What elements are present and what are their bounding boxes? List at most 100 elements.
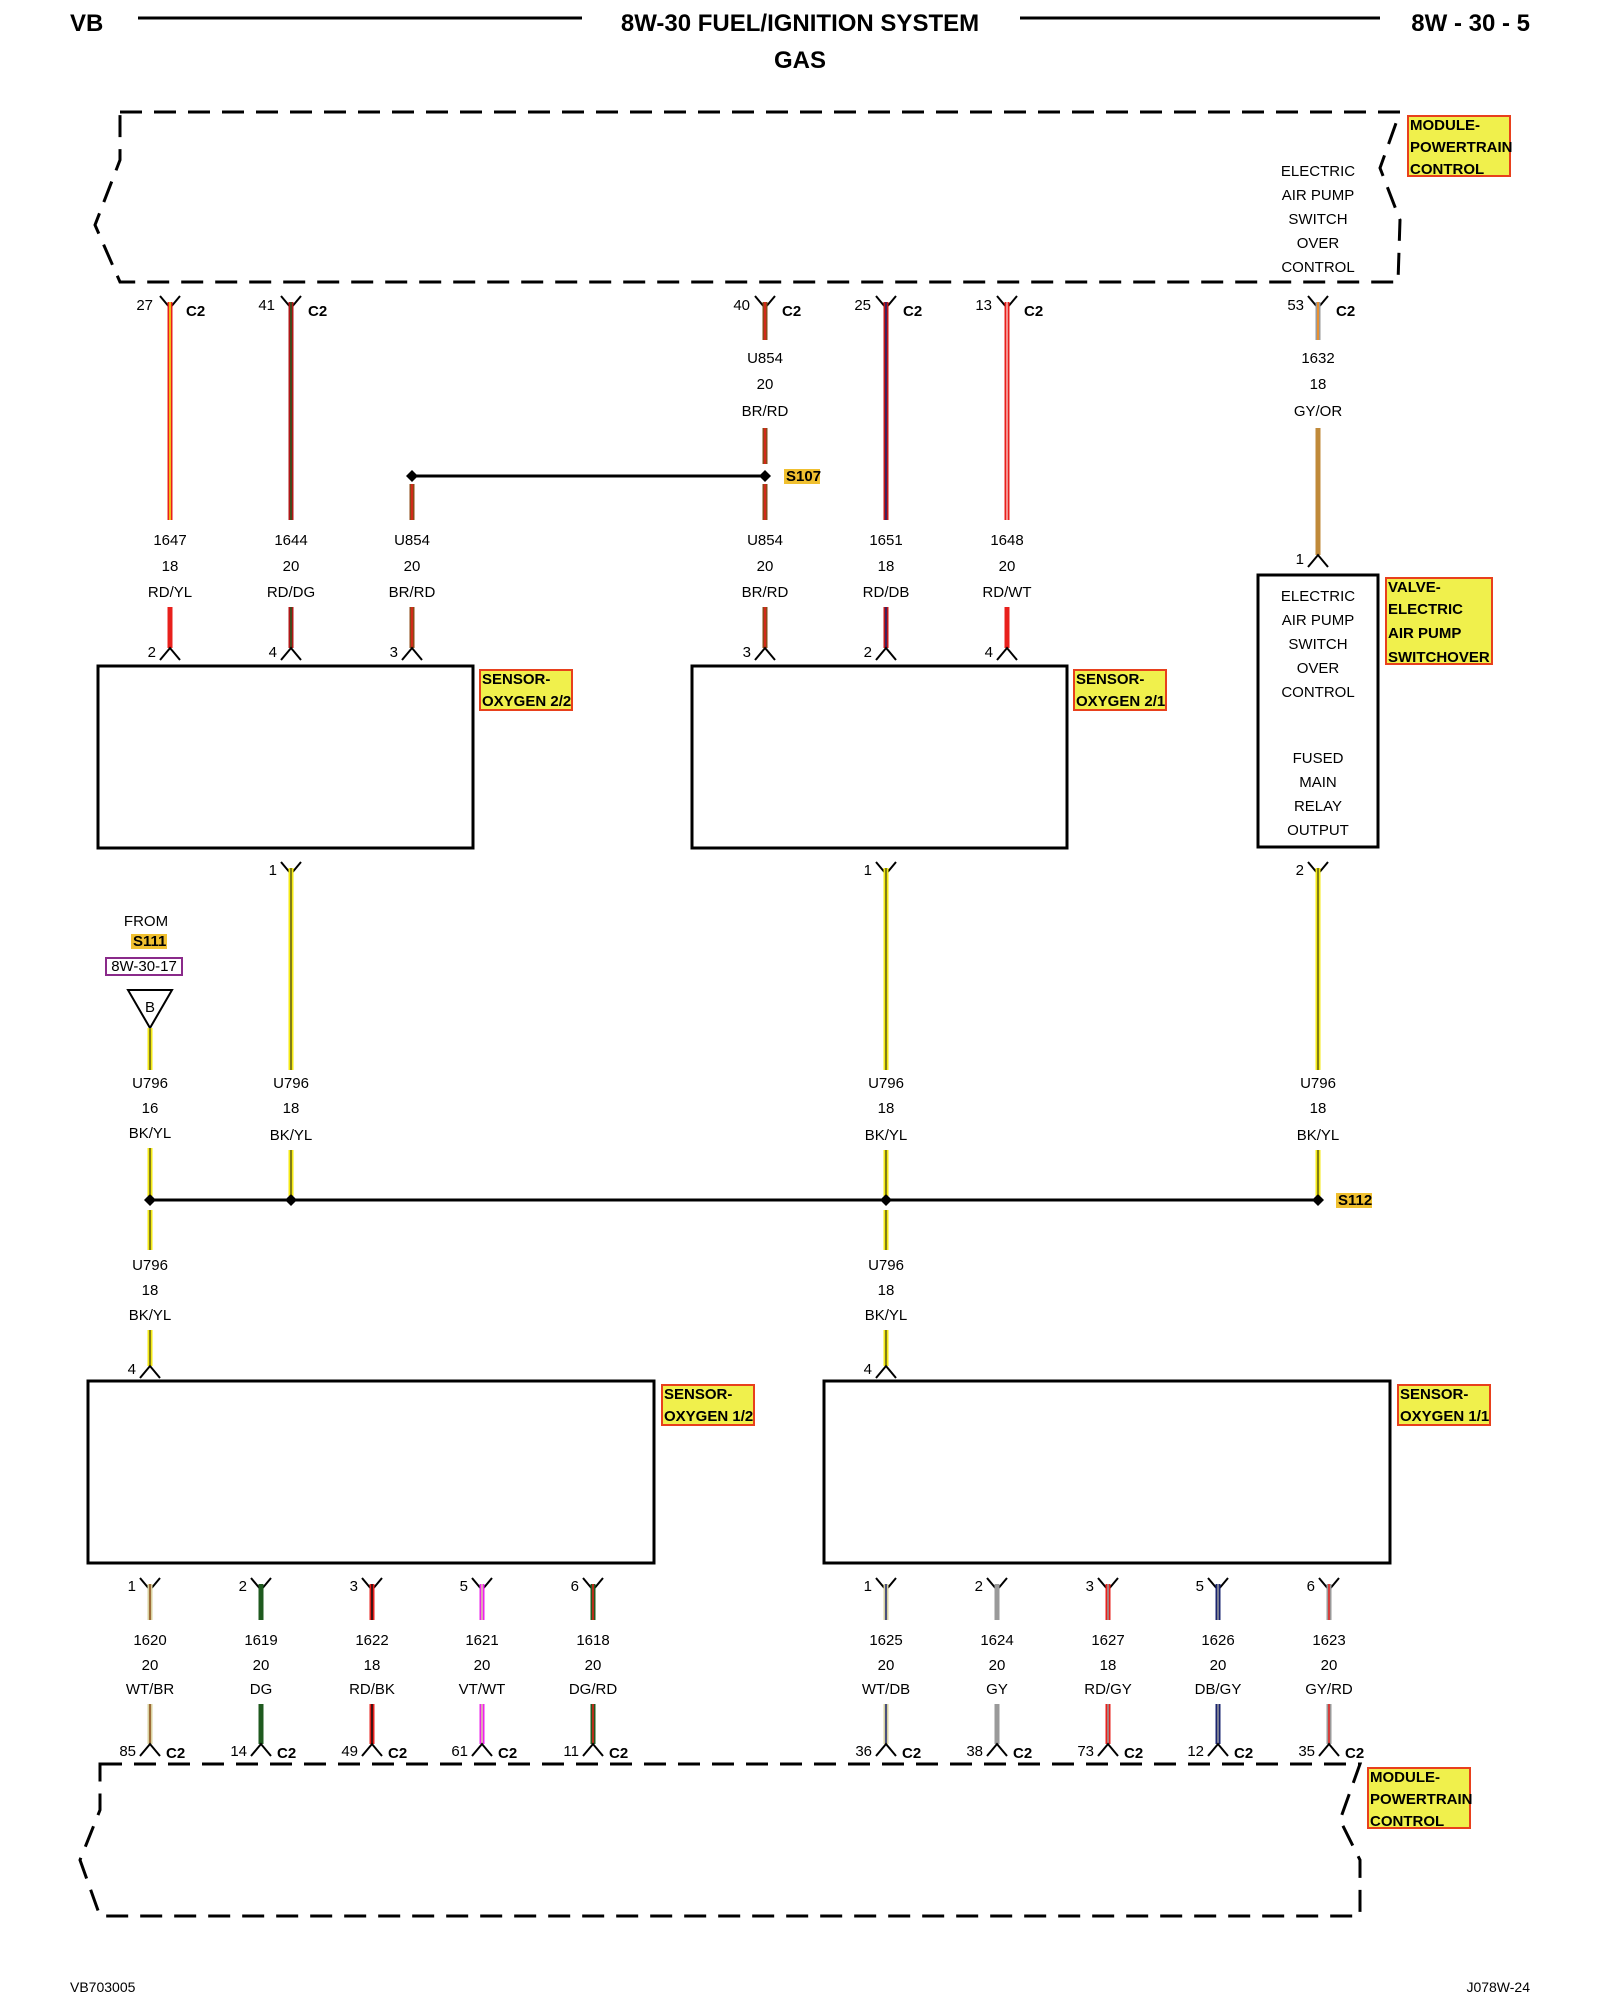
- component-pin: 5: [460, 1578, 468, 1595]
- from-s111-reference: FROM S111 8W-30-17 B: [105, 913, 183, 1070]
- wire-gauge: 18: [1100, 1657, 1117, 1674]
- wire-color: BR/RD: [389, 584, 436, 601]
- wire-gauge: 20: [283, 558, 300, 575]
- wire-color: DB/GY: [1195, 1681, 1242, 1698]
- pcm-bottom-module: MODULE- POWERTRAIN CONTROL: [78, 1762, 1473, 1918]
- page-header: VB 8W-30 FUEL/IGNITION SYSTEM 8W - 30 - …: [70, 10, 1530, 74]
- sensor-label-line: SENSOR-: [1076, 671, 1144, 688]
- sensor-oxygen-2-2: SENSOR- OXYGEN 2/2: [96, 664, 573, 850]
- splice-dot: [759, 470, 771, 482]
- circuit-number: 1644: [274, 532, 307, 549]
- pcm-pin-number: 36: [855, 1743, 872, 1760]
- sensor-label-line: OXYGEN 1/1: [1400, 1408, 1489, 1425]
- pcm-top-text-line: CONTROL: [1281, 259, 1354, 276]
- valve-text-line: CONTROL: [1281, 684, 1354, 701]
- component-pin: 2: [1296, 862, 1304, 879]
- pcm-pin-number: 85: [119, 1743, 136, 1760]
- wire-gauge: 18: [878, 1100, 895, 1117]
- circuit-number: 1647: [153, 532, 186, 549]
- circuit-number: U796: [868, 1075, 904, 1092]
- pcm-pin-number: 53: [1287, 297, 1304, 314]
- circuit-number: 1623: [1312, 1632, 1345, 1649]
- top-wire-1651: 25 C2 1651 18 RD/DB 2: [854, 295, 922, 661]
- valve-text-line: OUTPUT: [1287, 822, 1349, 839]
- connector-id: C2: [498, 1745, 517, 1762]
- sensor-label-line: OXYGEN 1/2: [664, 1408, 753, 1425]
- wire-color: BK/YL: [129, 1307, 172, 1324]
- connector-id: C2: [1124, 1745, 1143, 1762]
- component-pin: 4: [269, 644, 277, 661]
- pcm-top-internal-text: ELECTRIC AIR PUMP SWITCH OVER CONTROL: [1281, 163, 1355, 276]
- pcm-pin-number: 61: [451, 1743, 468, 1760]
- splice-s107: S107 U854 20 BR/RD 3 U854 20 BR/RD 3: [389, 468, 821, 661]
- component-pin: 4: [864, 1361, 872, 1378]
- pcm-pin-number: 11: [563, 1743, 579, 1760]
- page-title: 8W-30 FUEL/IGNITION SYSTEM: [621, 10, 979, 37]
- wire-color: BK/YL: [865, 1307, 908, 1324]
- wire-gauge: 20: [878, 1657, 895, 1674]
- pcm-pin-number: 27: [136, 297, 153, 314]
- wire-color: RD/YL: [148, 584, 192, 601]
- pcm-top-text-line: OVER: [1297, 235, 1340, 252]
- pcm-pin-number: 41: [258, 297, 275, 314]
- sensor-2-1-output-wire: 1: [864, 861, 897, 1070]
- circuit-number: U854: [394, 532, 430, 549]
- splice-dot: [880, 1194, 892, 1206]
- sensor-label-line: OXYGEN 2/2: [482, 693, 571, 710]
- pcm-pin-number: 14: [230, 1743, 247, 1760]
- sensor-oxygen-2-1: SENSOR- OXYGEN 2/1: [690, 664, 1167, 850]
- component-pin: 2: [975, 1578, 983, 1595]
- pcm-bottom-label-line: CONTROL: [1370, 1813, 1444, 1830]
- valve-label-line: SWITCHOVER: [1388, 649, 1490, 666]
- connector-id: C2: [1336, 303, 1355, 320]
- wire-color: BK/YL: [865, 1127, 908, 1144]
- component-pin: 1: [1296, 551, 1304, 568]
- low-wire-right: U796 18 BK/YL 4: [864, 1210, 908, 1379]
- pcm-top-text-line: ELECTRIC: [1281, 163, 1355, 180]
- wire-color: WT/BR: [126, 1681, 174, 1698]
- valve-text-line: AIR PUMP: [1282, 612, 1355, 629]
- page-reference[interactable]: [105, 957, 183, 976]
- circuit-number: 1622: [355, 1632, 388, 1649]
- pcm-top-text-line: SWITCH: [1288, 211, 1347, 228]
- connector-letter: B: [145, 999, 155, 1016]
- splice-name: S112: [1338, 1192, 1372, 1209]
- sensor-2-2-output-wire: 1: [269, 861, 302, 1070]
- splice-name: S111: [133, 933, 166, 950]
- pcm-top-text-line: AIR PUMP: [1282, 187, 1355, 204]
- connector-id: C2: [1234, 1745, 1253, 1762]
- wire-color: DG: [250, 1681, 273, 1698]
- valve-text-line: MAIN: [1299, 774, 1337, 791]
- component-pin: 1: [269, 862, 277, 879]
- pcm-top-label-line: MODULE-: [1410, 117, 1480, 134]
- wire-color: GY: [986, 1681, 1008, 1698]
- page-reference-text: 8W-30-17: [111, 958, 177, 975]
- wire-color: GY/RD: [1305, 1681, 1353, 1698]
- top-wire-1648: 13 C2 1648 20 RD/WT 4: [975, 295, 1043, 661]
- pcm-pin-number: 13: [975, 297, 992, 314]
- connector-id: C2: [1024, 303, 1043, 320]
- circuit-number: 1627: [1091, 1632, 1124, 1649]
- connector-triangle: [126, 989, 174, 1030]
- splice-dot: [406, 470, 418, 482]
- pcm-top-label-line: CONTROL: [1410, 161, 1484, 178]
- pcm-pin-number: 25: [854, 297, 871, 314]
- circuit-number: 1648: [990, 532, 1023, 549]
- valve-text-line: FUSED: [1293, 750, 1344, 767]
- wire-color: BK/YL: [1297, 1127, 1340, 1144]
- connector-id: C2: [186, 303, 205, 320]
- component-pin: 2: [148, 644, 156, 661]
- valve-text-line: OVER: [1297, 660, 1340, 677]
- component-pin: 1: [864, 862, 872, 879]
- component-pin: 4: [985, 644, 993, 661]
- wire-gauge: 20: [585, 1657, 602, 1674]
- component-pin: 2: [239, 1578, 247, 1595]
